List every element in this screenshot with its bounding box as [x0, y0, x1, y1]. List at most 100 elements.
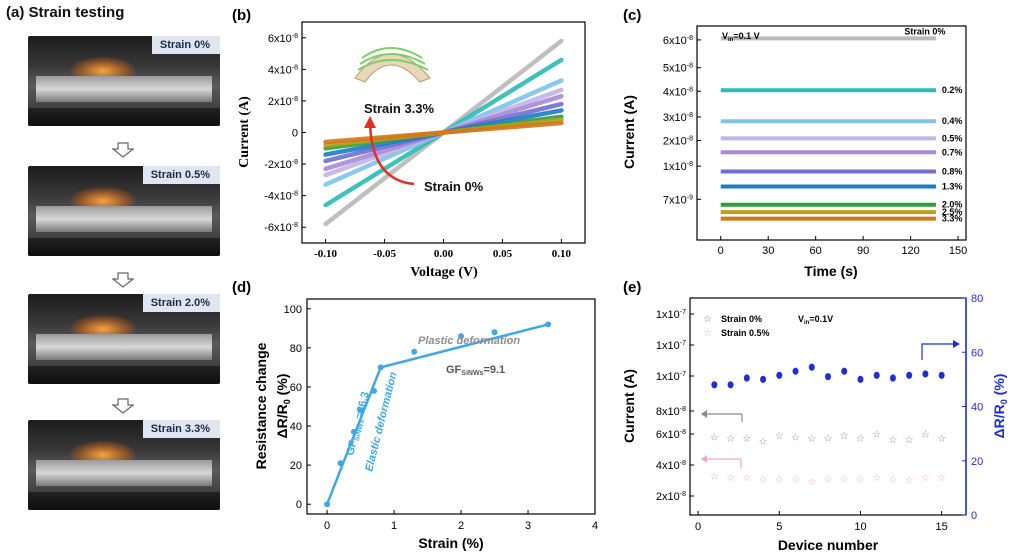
- panel-b-series: [323, 38, 564, 227]
- panel-e-ytick-right-label: 20: [971, 456, 983, 468]
- down-arrow-icon: [112, 142, 134, 158]
- strain-point-8: [491, 329, 498, 336]
- panel-e-ytick-label: 6x10-8: [656, 429, 686, 441]
- arrow-left-gray-head: [701, 410, 707, 418]
- panel-e-xtick-label: 5: [776, 521, 782, 533]
- device-point-s0-6: ☆: [807, 434, 816, 445]
- device-point-s0-14: ☆: [937, 434, 946, 445]
- trace-label-9: 3.3%: [942, 214, 963, 224]
- device-point-s0-12: ☆: [905, 435, 914, 446]
- panel-b-ytick-label: 2x10-8: [268, 96, 298, 108]
- panel-d-xtick-label: 2: [458, 520, 464, 532]
- photo-stage: [36, 460, 212, 486]
- device-point-s1-1: ☆: [726, 473, 735, 484]
- panel-b-ytick-label: 4x10-8: [268, 64, 298, 76]
- photo-strain-0-5: Strain 0.5%: [28, 166, 220, 256]
- trace-label-0: Strain 0%: [904, 26, 945, 36]
- device-point-s1-5: ☆: [791, 474, 800, 485]
- red-arrow-head: [364, 116, 376, 128]
- strain-point-7: [458, 333, 465, 340]
- panel-c-ylabel: Current (A): [621, 95, 637, 169]
- panel-d-ytick-label: 80: [290, 343, 302, 355]
- device-point-dr-12: [906, 371, 913, 379]
- panel-e-xlabel: Device number: [778, 537, 879, 553]
- device-point-s0-11: ☆: [888, 435, 897, 446]
- arrow-left-pink-head: [701, 455, 707, 463]
- annotation-gf-plastic: GFSiNWs=9.1: [446, 364, 505, 377]
- panel-c-xtick-label: 0: [718, 245, 724, 257]
- panel-a-label: (a): [6, 4, 25, 21]
- strain-point-1: [337, 460, 344, 467]
- photo-stage: [36, 76, 212, 102]
- device-point-s1-14: ☆: [937, 473, 946, 484]
- panel-c-series: Strain 0%0.2%0.4%0.5%0.7%0.8%1.3%2.0%2.5…: [720, 26, 963, 224]
- device-point-s1-2: ☆: [742, 473, 751, 484]
- panel-c-ytick-label: 4x10-8: [663, 86, 693, 98]
- strain-point-6: [411, 348, 418, 355]
- photo-tag: Strain 3.3%: [142, 420, 220, 438]
- device-point-s0-10: ☆: [872, 430, 881, 441]
- panel-e-ylabel-right: ΔR/R0 (%): [991, 374, 1009, 439]
- panel-e-label: (e): [623, 279, 641, 296]
- photo-strain-0: Strain 0%: [28, 36, 220, 126]
- panel-b-ytick-label: 0: [292, 128, 298, 140]
- panel-b-xtick-label: 0.10: [552, 248, 572, 260]
- panel-c-ytick-label: 1x10-8: [663, 161, 693, 173]
- device-point-s0-3: ☆: [759, 436, 768, 447]
- panel-d-xtick-label: 4: [592, 520, 598, 532]
- device-point-s1-13: ☆: [921, 473, 930, 484]
- panel-e-ylabel: Current (A): [621, 369, 637, 443]
- arrow-right-blue-head: [953, 340, 960, 348]
- device-point-s0-1: ☆: [726, 434, 735, 445]
- strain-point-4: [370, 387, 377, 394]
- device-point-s0-5: ☆: [791, 432, 800, 443]
- panel-b-xtick-label: -0.05: [373, 248, 396, 260]
- panel-e-legend: ☆ Strain 0% ☆ Strain 0.5%: [703, 314, 770, 339]
- photo-tag: Strain 2.0%: [142, 294, 220, 312]
- panel-c-xtick-label: 150: [949, 245, 967, 257]
- photo-tag: Strain 0%: [151, 36, 220, 54]
- panel-c-xtick-label: 120: [901, 245, 919, 257]
- photo-tag: Strain 0.5%: [142, 166, 220, 184]
- trace-label-3: 0.5%: [942, 133, 963, 143]
- panel-b-ytick-label: 6x10-8: [268, 33, 298, 45]
- photo-stage: [36, 334, 212, 360]
- device-point-dr-7: [825, 373, 831, 381]
- panel-d-ytick-label: 100: [284, 304, 302, 316]
- panel-c-ytick-label: 7x10-9: [663, 194, 693, 206]
- panel-e-ytick-label: 2x10-8: [656, 491, 686, 503]
- device-point-s0-0: ☆: [710, 432, 719, 443]
- device-point-s1-4: ☆: [775, 474, 784, 485]
- iv-series-9: [323, 120, 564, 145]
- panel-d-label: (d): [232, 279, 251, 296]
- device-point-s0-7: ☆: [824, 434, 833, 445]
- annotation-strain-0: Strain 0%: [424, 179, 484, 194]
- panel-e-ytick-label: 1x10-7: [656, 309, 686, 321]
- panel-d-ytick-label: 60: [290, 382, 302, 394]
- strain-point-9: [545, 321, 552, 328]
- photo-base: [28, 238, 220, 256]
- panel-c-xtick-label: 60: [810, 245, 822, 257]
- panel-d-frame: [306, 298, 596, 515]
- panel-d-xlabel: Strain (%): [418, 535, 483, 551]
- device-point-s0-4: ☆: [775, 431, 784, 442]
- annotation-plastic: Plastic deformation: [418, 335, 520, 347]
- panel-e-ytick-right-label: 40: [971, 402, 983, 414]
- device-point-s1-7: ☆: [824, 474, 833, 485]
- panel-d-ylabel-2: ΔR/R0 (%): [274, 374, 292, 439]
- device-point-dr-3: [760, 375, 767, 383]
- panel-e-ytick-label: 1x10-7: [656, 340, 686, 352]
- photo-stage: [36, 206, 212, 232]
- device-point-s1-6: ☆: [807, 477, 816, 488]
- device-point-dr-0: [711, 381, 718, 389]
- device-point-s1-8: ☆: [840, 474, 849, 485]
- device-point-s1-0: ☆: [710, 472, 719, 483]
- photo-strain-2-0: Strain 2.0%: [28, 294, 220, 384]
- device-point-dr-4: [776, 371, 783, 379]
